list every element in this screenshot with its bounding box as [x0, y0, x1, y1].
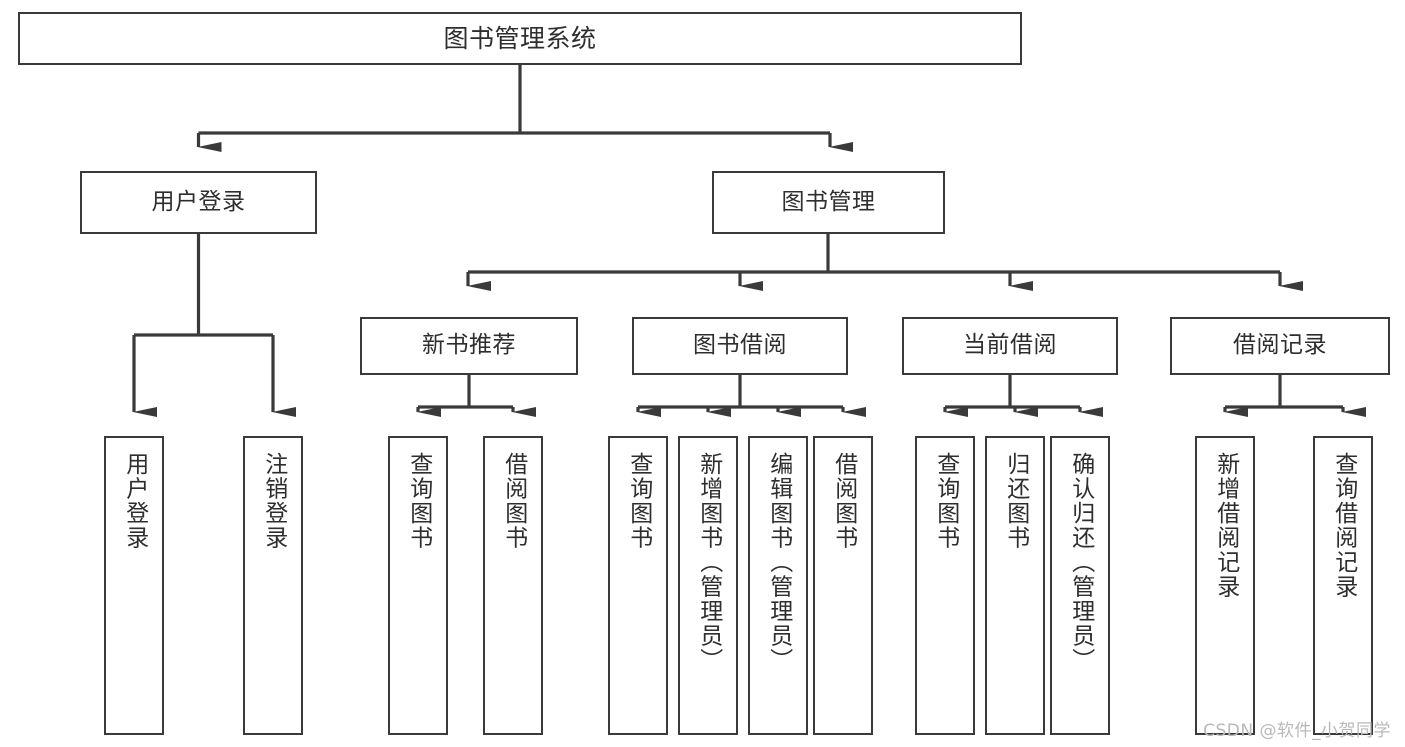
leaf-query-book-borrow[interactable]: 查询图书 [608, 436, 668, 735]
leaf-add-borrow-record[interactable]: 新增借阅记录 [1195, 436, 1255, 735]
node-root[interactable]: 图书管理系统 [18, 12, 1022, 65]
leaf-user-login-label: 用户登录 [121, 452, 148, 550]
node-user-login-label: 用户登录 [151, 188, 246, 215]
leaf-query-book-current[interactable]: 查询图书 [915, 436, 975, 735]
node-book-borrow[interactable]: 图书借阅 [632, 317, 848, 375]
leaf-confirm-return-admin[interactable]: 确认归还（管理员） [1050, 436, 1110, 735]
leaf-query-book-current-label: 查询图书 [932, 452, 959, 550]
leaf-logout-login-label: 注销登录 [260, 452, 287, 550]
leaf-return-book[interactable]: 归还图书 [985, 436, 1045, 735]
leaf-borrow-book-newbook[interactable]: 借阅图书 [483, 436, 543, 735]
node-borrow-records-label: 借阅记录 [1233, 332, 1327, 359]
leaf-add-book-admin[interactable]: 新增图书（管理员） [678, 436, 738, 735]
leaf-query-borrow-record-label: 查询借阅记录 [1330, 452, 1357, 599]
leaf-add-borrow-record-label: 新增借阅记录 [1212, 452, 1239, 599]
leaf-logout-login[interactable]: 注销登录 [243, 436, 303, 735]
node-book-management[interactable]: 图书管理 [712, 171, 945, 234]
leaf-query-book-newbook-label: 查询图书 [405, 452, 432, 550]
leaf-borrow-book-borrow-label: 借阅图书 [830, 452, 857, 550]
node-book-management-label: 图书管理 [781, 188, 876, 215]
leaf-edit-book-admin[interactable]: 编辑图书（管理员） [748, 436, 808, 735]
leaf-user-login[interactable]: 用户登录 [104, 436, 164, 735]
node-current-borrow[interactable]: 当前借阅 [902, 317, 1118, 375]
node-user-login[interactable]: 用户登录 [80, 171, 317, 234]
node-book-borrow-label: 图书借阅 [693, 332, 787, 359]
leaf-query-borrow-record[interactable]: 查询借阅记录 [1313, 436, 1373, 735]
node-borrow-records[interactable]: 借阅记录 [1170, 317, 1390, 375]
csdn-watermark: CSDN @软件_小贺同学 [1203, 721, 1391, 741]
leaf-edit-book-admin-label: 编辑图书（管理员） [765, 452, 792, 673]
leaf-borrow-book-borrow[interactable]: 借阅图书 [813, 436, 873, 735]
leaf-return-book-label: 归还图书 [1002, 452, 1029, 550]
leaf-borrow-book-newbook-label: 借阅图书 [500, 452, 527, 550]
node-root-label: 图书管理系统 [443, 23, 597, 53]
leaf-query-book-newbook[interactable]: 查询图书 [388, 436, 448, 735]
node-new-book-recommend-label: 新书推荐 [422, 332, 516, 359]
leaf-confirm-return-admin-label: 确认归还（管理员） [1067, 452, 1094, 673]
leaf-query-book-borrow-label: 查询图书 [625, 452, 652, 550]
leaf-add-book-admin-label: 新增图书（管理员） [695, 452, 722, 673]
node-new-book-recommend[interactable]: 新书推荐 [360, 317, 578, 375]
node-current-borrow-label: 当前借阅 [963, 332, 1057, 359]
